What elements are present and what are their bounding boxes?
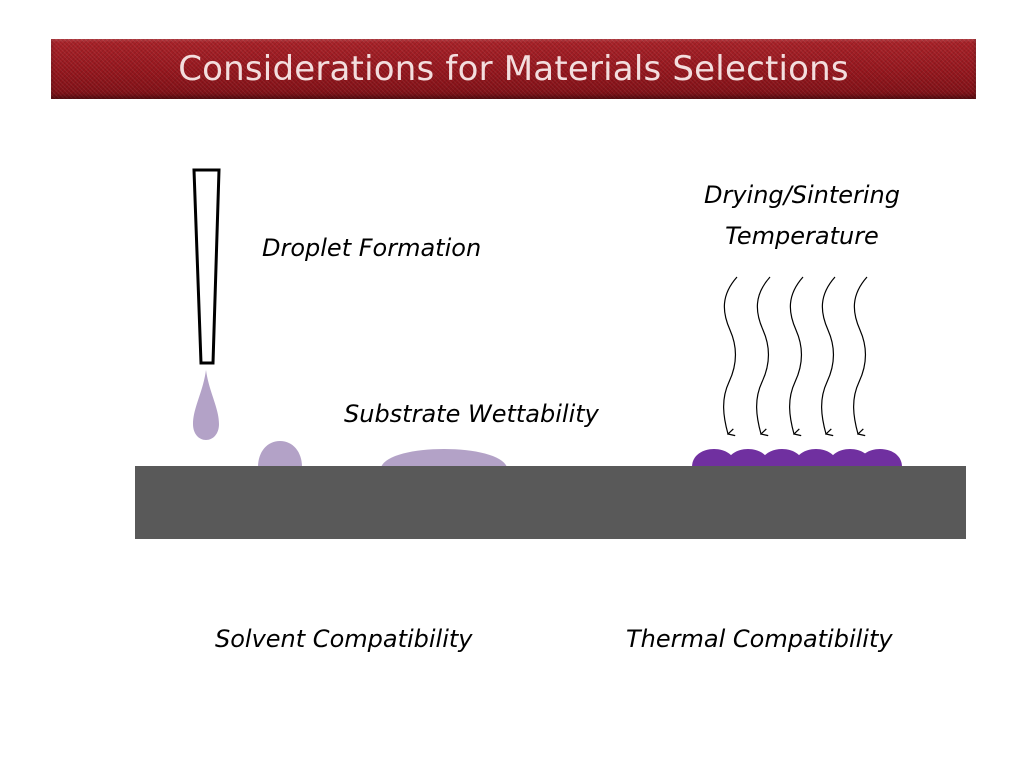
landed-droplet: [258, 441, 302, 467]
solvent-compatibility-label: Solvent Compatibility: [215, 625, 473, 653]
drying-sintering-line1: Drying/Sintering: [703, 181, 901, 209]
drying-sintering-line2: Temperature: [725, 222, 879, 250]
heat-arrows: [723, 276, 868, 434]
droplet-icon: [193, 370, 219, 440]
slide-title: Considerations for Materials Selections: [178, 49, 849, 89]
droplet-formation-label: Droplet Formation: [262, 234, 482, 262]
heat-arrow-icon: [723, 276, 738, 434]
thermal-compatibility-label: Thermal Compatibility: [626, 625, 893, 653]
heat-arrow-icon: [756, 276, 771, 434]
heat-arrow-icon: [821, 276, 836, 434]
nozzle-icon: [192, 168, 221, 365]
title-banner: Considerations for Materials Selections: [51, 39, 976, 99]
substrate-wettability-label: Substrate Wettability: [344, 400, 599, 428]
spread-droplet: [381, 449, 507, 467]
heat-arrow-icon: [789, 276, 804, 434]
drying-sintering-label: Drying/Sintering Temperature: [680, 183, 924, 248]
sintered-film: [692, 449, 902, 467]
heat-arrow-icon: [853, 276, 868, 434]
substrate: [135, 466, 966, 539]
